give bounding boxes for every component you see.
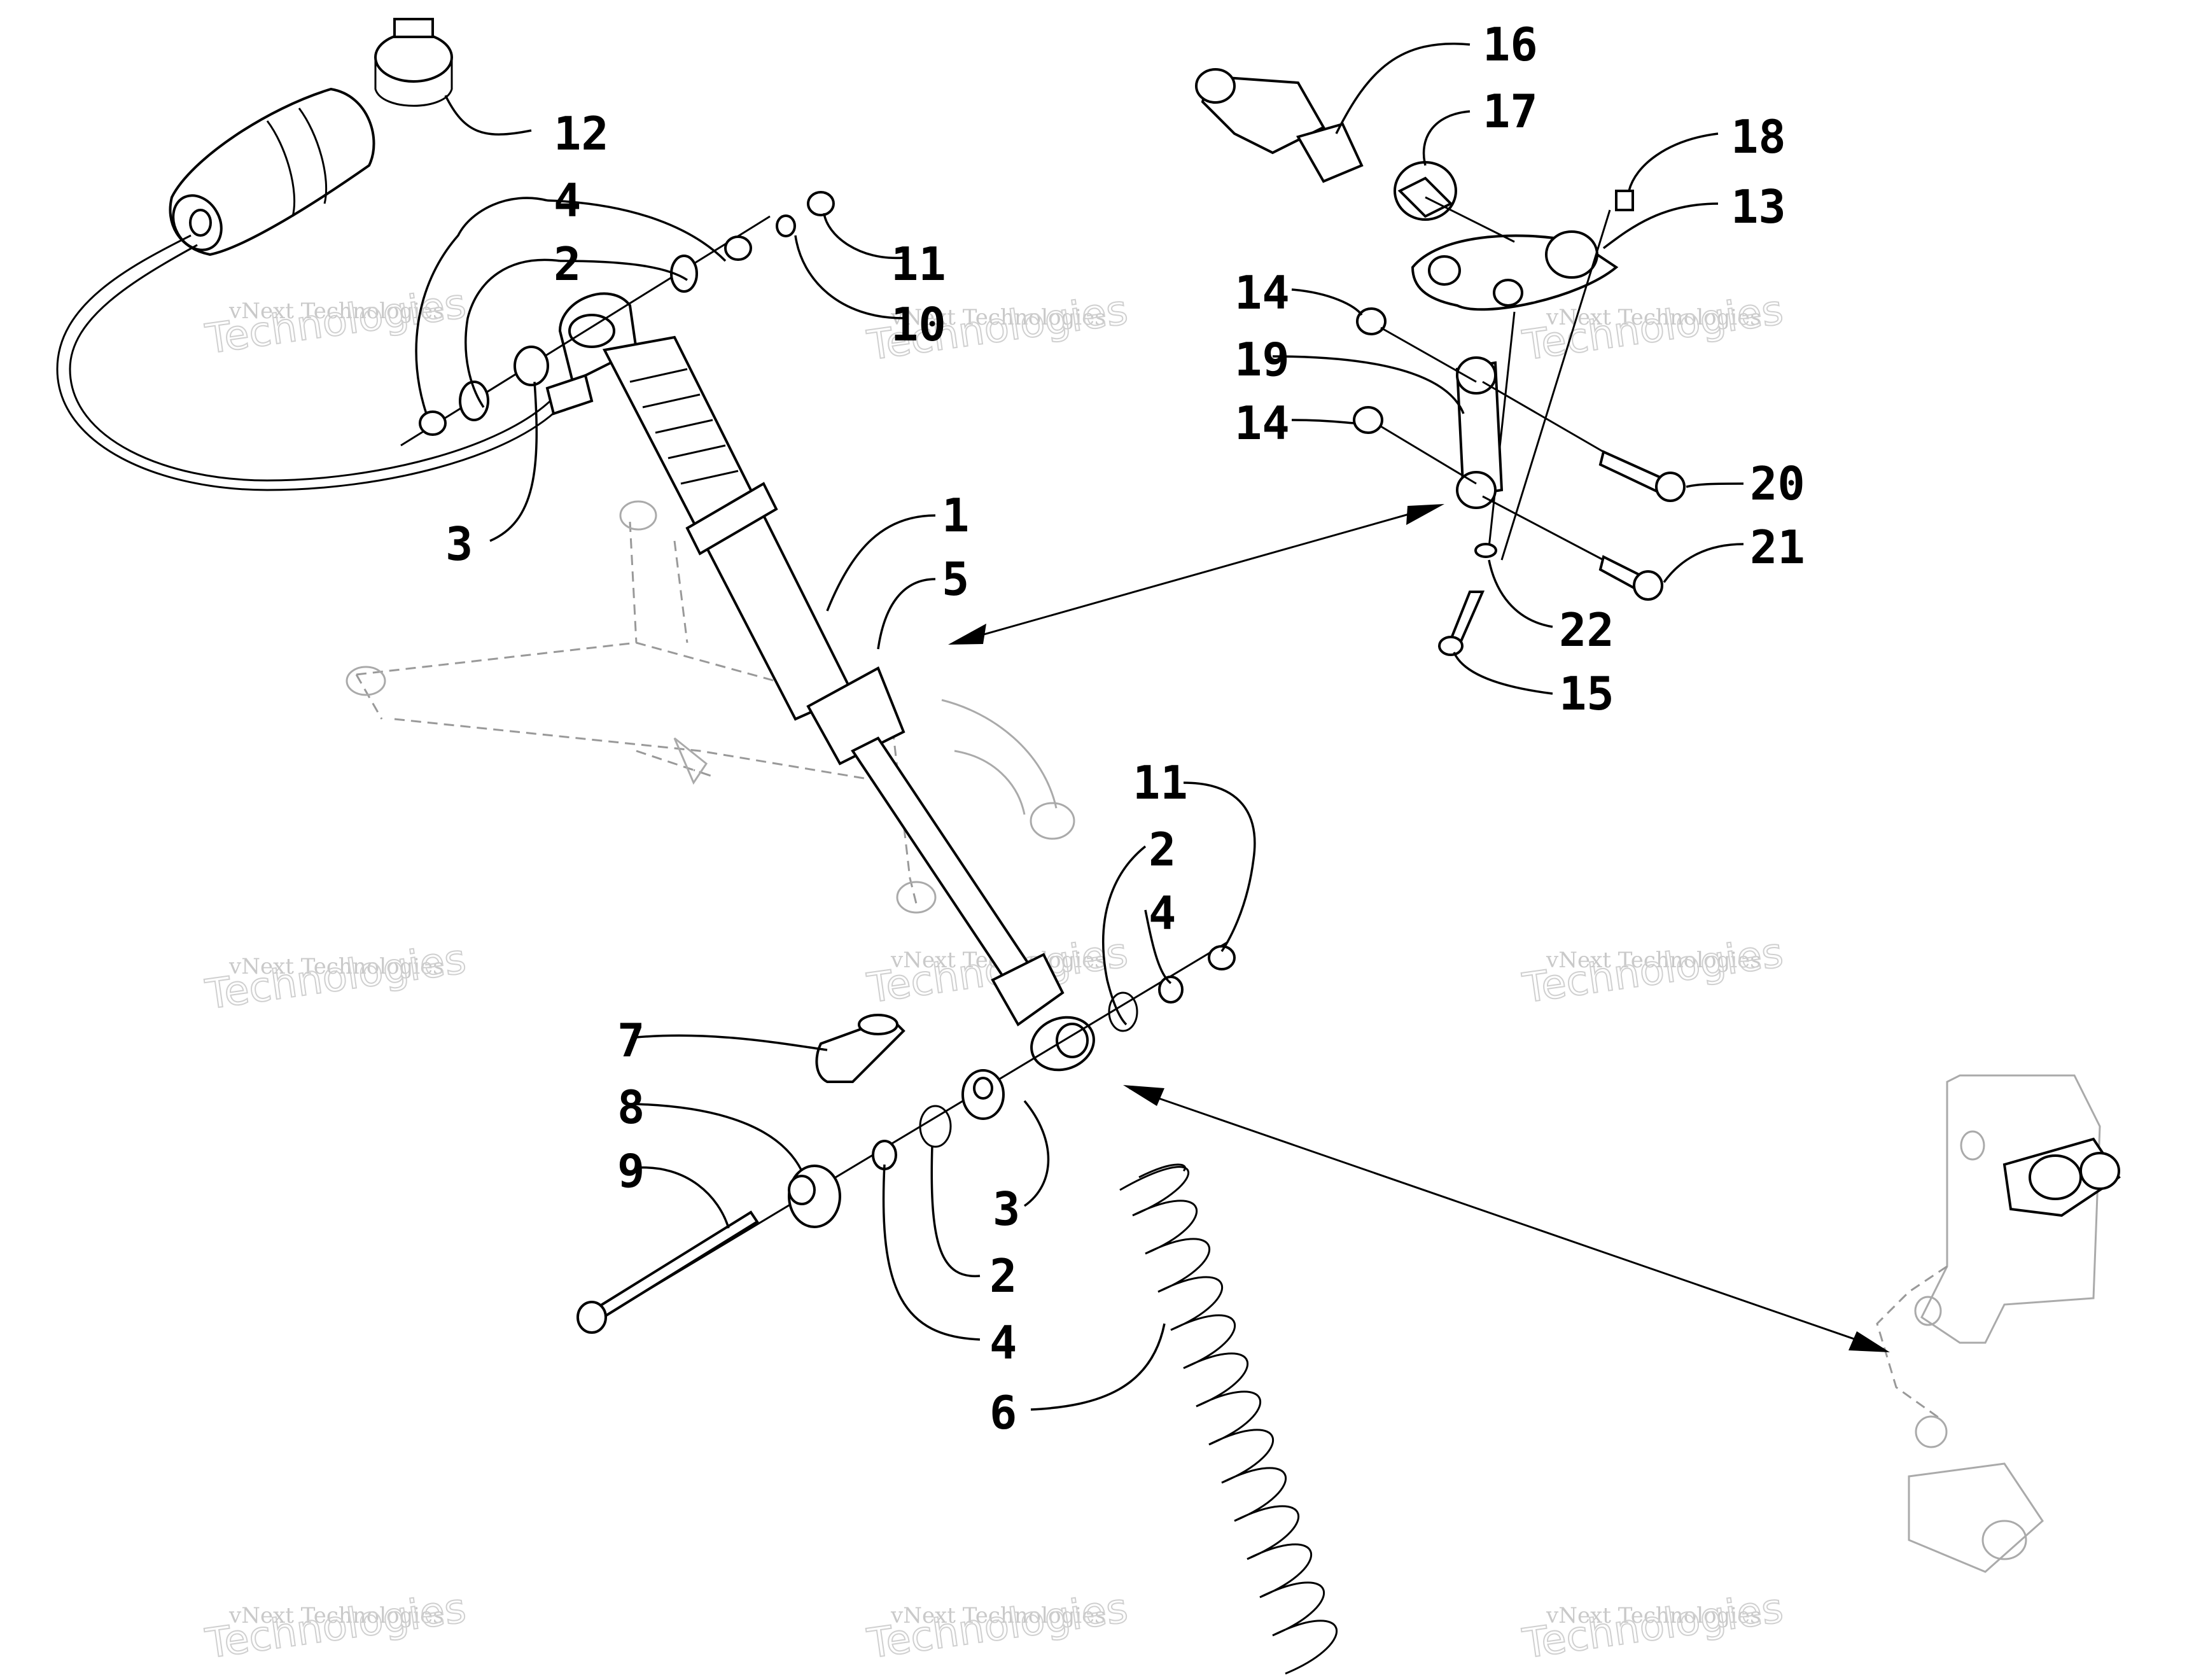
- callout-4: 4: [554, 174, 581, 227]
- callout-4: 4: [989, 1316, 1017, 1369]
- callout-6: 6: [989, 1386, 1017, 1439]
- callout-5: 5: [942, 552, 969, 606]
- reservoir-hose: [56, 234, 561, 491]
- callout-9: 9: [617, 1144, 645, 1198]
- callout-19: 19: [1234, 333, 1290, 386]
- reference-arrow-upper: [948, 504, 1444, 645]
- watermark-text: vNext Technologies: [228, 298, 444, 324]
- watermark-text-outline: Technologies: [1520, 929, 1785, 1012]
- reference-arrow-lower: [1123, 1085, 1890, 1352]
- hose-clamp: [374, 18, 453, 107]
- bolt-21: [1598, 555, 1663, 601]
- sway-bar-arm: [1411, 230, 1619, 311]
- watermark-text-outline: Technologies: [202, 935, 468, 1019]
- watermark: vNext Technologies Technologies: [1519, 928, 1786, 1013]
- callout-11: 11: [1133, 756, 1188, 809]
- callout-17: 17: [1483, 85, 1538, 138]
- callout-21: 21: [1750, 521, 1805, 574]
- watermark-text-outline: Technologies: [1520, 286, 1785, 370]
- watermark-text: vNext Technologies: [228, 954, 444, 979]
- shock-absorber: [545, 292, 1095, 1072]
- coil-spring: [1119, 1163, 1338, 1675]
- callout-20: 20: [1750, 457, 1805, 510]
- watermark: vNext Technologies Technologies: [202, 279, 469, 364]
- callout-1: 1: [942, 489, 969, 542]
- callout-11: 11: [891, 237, 946, 291]
- watermark: vNext Technologies Technologies: [202, 935, 469, 1019]
- watermark: vNext Technologies Technologies: [202, 1584, 469, 1669]
- nut-14-upper: [1356, 307, 1387, 335]
- reservoir-canister: [169, 87, 375, 256]
- callout-14: 14: [1234, 396, 1290, 450]
- ghost-a-arm: [346, 500, 1075, 914]
- bolt-20: [1598, 450, 1686, 502]
- watermark-group: vNext Technologies Technologies vNext Te…: [202, 279, 1786, 1669]
- watermark-text-outline: Technologies: [864, 1585, 1130, 1668]
- sway-bar-end: [1195, 68, 1364, 183]
- nut-14-lower: [1353, 406, 1383, 434]
- callout-2: 2: [554, 237, 581, 291]
- upper-mount-hardware: [400, 191, 835, 447]
- callout-2: 2: [989, 1249, 1017, 1303]
- callout-13: 13: [1731, 180, 1786, 234]
- watermark-text: vNext Technologies: [228, 1603, 444, 1628]
- callout-8: 8: [617, 1081, 645, 1134]
- callout-15: 15: [1559, 667, 1614, 720]
- callout-10: 10: [891, 298, 946, 351]
- callout-2: 2: [1149, 823, 1176, 876]
- ghost-spindle: [1876, 1074, 2121, 1573]
- watermark: vNext Technologies Technologies: [863, 1584, 1131, 1669]
- callout-4: 4: [1149, 886, 1176, 940]
- lower-mount-hardware: [576, 941, 1236, 1334]
- watermark: vNext Technologies Technologies: [1519, 1584, 1786, 1669]
- watermark-text-outline: Technologies: [202, 1585, 468, 1668]
- washer-22: [1474, 543, 1497, 558]
- watermark-text: vNext Technologies: [1546, 948, 1761, 973]
- watermark-text: vNext Technologies: [1546, 305, 1761, 330]
- guard-clip: [815, 1014, 905, 1083]
- watermark-text: vNext Technologies: [890, 305, 1106, 330]
- watermark-text: vNext Technologies: [890, 1603, 1106, 1628]
- callout-12: 12: [554, 107, 609, 160]
- callout-7: 7: [617, 1014, 645, 1067]
- bushing-17: [1394, 161, 1457, 221]
- link-rod: [1455, 356, 1504, 509]
- callout-3: 3: [993, 1182, 1020, 1236]
- watermark: vNext Technologies Technologies: [1519, 286, 1786, 370]
- callout-labels: 1 2 2 2 3 3 4 4 4 5 6 7 8 9 10 11 11 12 …: [445, 18, 1805, 1439]
- callout-3: 3: [445, 517, 473, 571]
- leader-lines: [415, 43, 1744, 1411]
- watermark-text: vNext Technologies: [1546, 1603, 1761, 1628]
- callout-22: 22: [1559, 603, 1614, 657]
- watermark-text-outline: Technologies: [202, 280, 468, 363]
- callout-16: 16: [1483, 18, 1538, 71]
- callout-18: 18: [1731, 110, 1786, 164]
- set-screw-18: [1615, 190, 1634, 211]
- watermark-text-outline: Technologies: [1520, 1585, 1785, 1668]
- bolt-15: [1438, 591, 1485, 656]
- callout-14: 14: [1234, 266, 1290, 319]
